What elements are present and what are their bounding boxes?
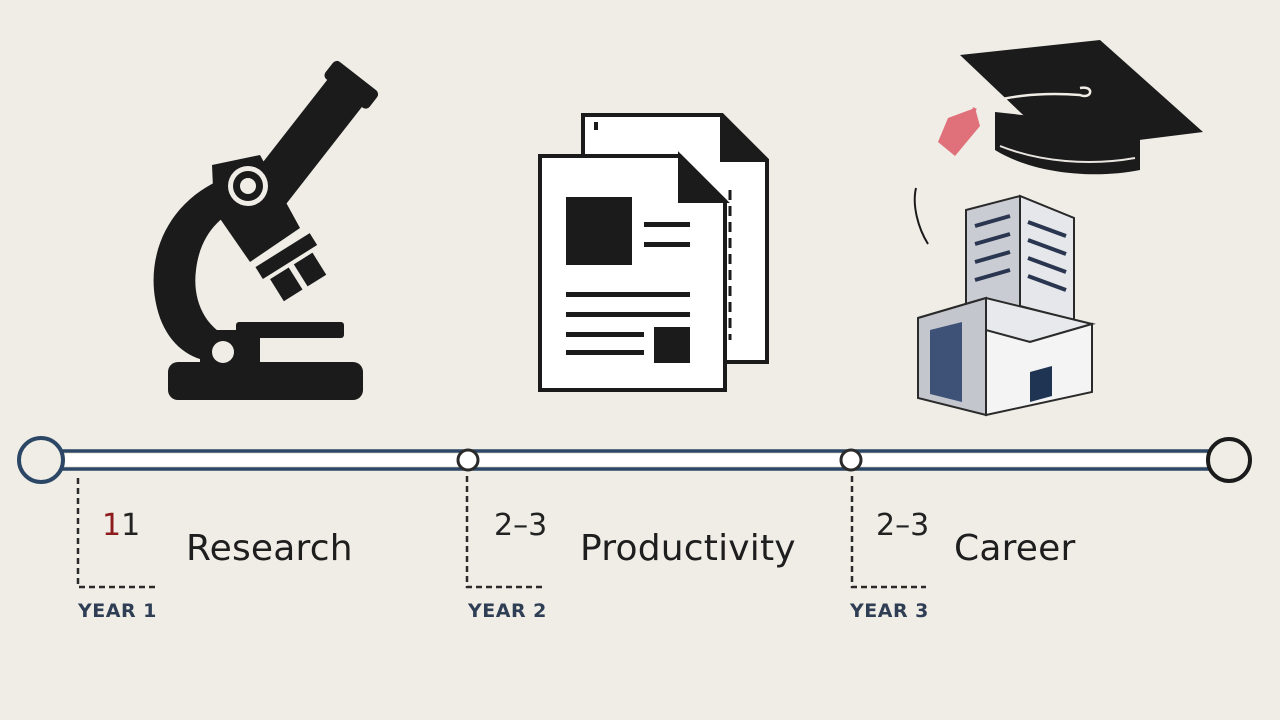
stage-label: Career: [954, 528, 1076, 569]
stage-number: 11: [102, 508, 140, 543]
bracket-year3: [850, 476, 926, 589]
timeline-start-node: [17, 436, 65, 484]
stage-number-first-digit: 1: [102, 508, 122, 543]
timeline-node-year2: [456, 448, 480, 472]
microscope-icon: [153, 60, 379, 400]
year-label: YEAR 3: [850, 600, 929, 622]
year-brackets: [76, 476, 926, 589]
stage-label: Productivity: [580, 528, 796, 569]
timeline-node-year3: [839, 448, 863, 472]
timeline-end-node: [1206, 437, 1252, 483]
bracket-year1: [76, 478, 156, 589]
stage-number: 2–3: [494, 508, 548, 543]
year-label: YEAR 2: [468, 600, 547, 622]
stage-number: 2–3: [876, 508, 930, 543]
graduation-cap-building-icon: [913, 40, 1203, 417]
bracket-year2: [465, 476, 546, 589]
stage-number-rest: 1: [121, 508, 141, 543]
year-label: YEAR 1: [78, 600, 157, 622]
documents-icon: [538, 113, 769, 392]
stage-label: Research: [186, 528, 353, 569]
timeline: [17, 436, 1252, 484]
